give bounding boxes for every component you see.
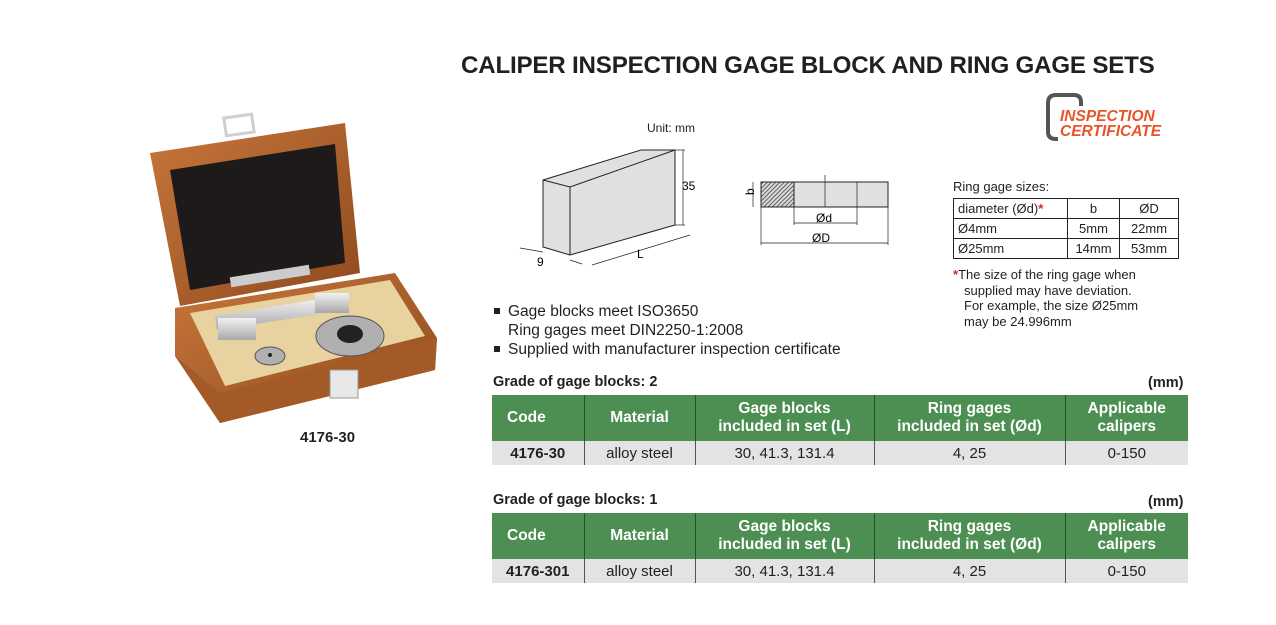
table-row: 4176-30 alloy steel 30, 41.3, 131.4 4, 2… <box>492 441 1188 465</box>
header-material: Material <box>583 395 695 441</box>
header-diameter: diameter (Ød) <box>958 201 1039 216</box>
header-code: Code <box>492 395 584 441</box>
cell-ring-gages: 4, 25 <box>873 441 1065 465</box>
ring-sizes-table: diameter (Ød)* b ØD Ø4mm 5mm 22mm Ø25mm … <box>953 198 1179 259</box>
front-latch <box>329 369 359 399</box>
block-thickness-label: 9 <box>537 255 544 269</box>
note-line: The size of the ring gage when <box>958 267 1136 282</box>
ring-b-label: b <box>743 188 757 195</box>
header-b: b <box>1067 198 1120 219</box>
cell-material: alloy steel <box>583 559 695 583</box>
asterisk: * <box>953 267 959 282</box>
page-title: CALIPER INSPECTION GAGE BLOCK AND RING G… <box>461 52 1155 79</box>
header-outer-diameter: ØD <box>1119 198 1179 219</box>
ring-outer-label: ØD <box>812 231 830 245</box>
header-calipers: Applicable calipers <box>1064 395 1188 441</box>
table-row: 4176-301 alloy steel 30, 41.3, 131.4 4, … <box>492 559 1188 583</box>
cell: Ø25mm <box>953 238 1068 259</box>
cell-code: 4176-30 <box>492 441 584 465</box>
ring-gage-diagram: Ød ØD b <box>743 175 889 245</box>
grade-heading: Grade of gage blocks: 2 <box>493 374 658 390</box>
badge-frame <box>1046 93 1074 141</box>
cell: 14mm <box>1067 238 1120 259</box>
note-line: may be 24.996mm <box>964 313 1072 329</box>
product-code-caption: 4176-30 <box>300 429 356 446</box>
feature-text: Ring gages meet DIN2250-1:2008 <box>508 322 744 339</box>
feature-item: Gage blocks meet ISO3650 Ring gages meet… <box>494 302 841 340</box>
badge-line2: CERTIFICATE <box>1060 123 1162 140</box>
table-header-row: Code Material Gage blocks included in se… <box>492 395 1188 441</box>
table-row: Ø4mm 5mm 22mm <box>953 218 1179 239</box>
spec-table-grade-2: Code Material Gage blocks included in se… <box>492 395 1188 465</box>
cell-gage-blocks: 30, 41.3, 131.4 <box>694 559 874 583</box>
header-calipers: Applicable calipers <box>1064 513 1188 559</box>
header-ring-gages: Ring gages included in set (Ød) <box>873 513 1065 559</box>
table-row: diameter (Ød)* b ØD <box>953 198 1179 219</box>
unit-label: Unit: mm <box>647 121 695 135</box>
badge-line1: INSPECTION <box>1060 108 1156 125</box>
cell-gage-blocks: 30, 41.3, 131.4 <box>694 441 874 465</box>
cell-code: 4176-301 <box>492 559 584 583</box>
unit-label: (mm) <box>1148 494 1184 510</box>
cell-ring-gages: 4, 25 <box>873 559 1065 583</box>
block-length-label: L <box>637 247 644 261</box>
inspection-certificate-badge: INSPECTION CERTIFICATE <box>1046 93 1162 141</box>
case-tray <box>190 280 425 386</box>
cell: 53mm <box>1119 238 1179 259</box>
feature-list: Gage blocks meet ISO3650 Ring gages meet… <box>494 302 841 359</box>
grade-heading: Grade of gage blocks: 1 <box>493 492 658 508</box>
bullet-icon <box>494 346 500 352</box>
ring-inner-label: Ød <box>816 211 832 225</box>
case-base-front <box>175 338 437 423</box>
gage-block-mid <box>315 293 349 313</box>
cell: 22mm <box>1119 218 1179 239</box>
gage-block-short <box>218 318 256 340</box>
gage-block-diagram: 35 L 9 <box>519 149 696 269</box>
bullet-icon <box>494 308 500 314</box>
ring-sizes-title: Ring gage sizes: <box>953 179 1050 194</box>
feature-text: Supplied with manufacturer inspection ce… <box>508 341 841 358</box>
ring-size-note: *The size of the ring gage when supplied… <box>953 267 1138 329</box>
block-height-label: 35 <box>682 179 696 193</box>
feature-text: Gage blocks meet ISO3650 <box>508 303 699 320</box>
cell-calipers: 0-150 <box>1064 559 1188 583</box>
note-line: For example, the size Ø25mm <box>964 298 1139 313</box>
cell-calipers: 0-150 <box>1064 441 1188 465</box>
table-row: Ø25mm 14mm 53mm <box>953 238 1179 259</box>
feature-item: Supplied with manufacturer inspection ce… <box>494 340 841 359</box>
header-gage-blocks: Gage blocks included in set (L) <box>694 513 874 559</box>
cell-material: alloy steel <box>583 441 695 465</box>
cell: Ø4mm <box>953 218 1068 239</box>
header-gage-blocks: Gage blocks included in set (L) <box>694 395 874 441</box>
lid-foam <box>170 144 345 290</box>
spec-table-grade-1: Code Material Gage blocks included in se… <box>492 513 1188 583</box>
unit-label: (mm) <box>1148 375 1184 391</box>
asterisk: * <box>1038 201 1044 216</box>
header-ring-gages: Ring gages included in set (Ød) <box>873 395 1065 441</box>
product-photo <box>150 112 437 423</box>
cell: 5mm <box>1067 218 1120 239</box>
top-latch <box>222 112 256 138</box>
table-header-row: Code Material Gage blocks included in se… <box>492 513 1188 559</box>
header-material: Material <box>583 513 695 559</box>
header-code: Code <box>492 513 584 559</box>
note-line: supplied may have deviation. <box>964 282 1132 298</box>
